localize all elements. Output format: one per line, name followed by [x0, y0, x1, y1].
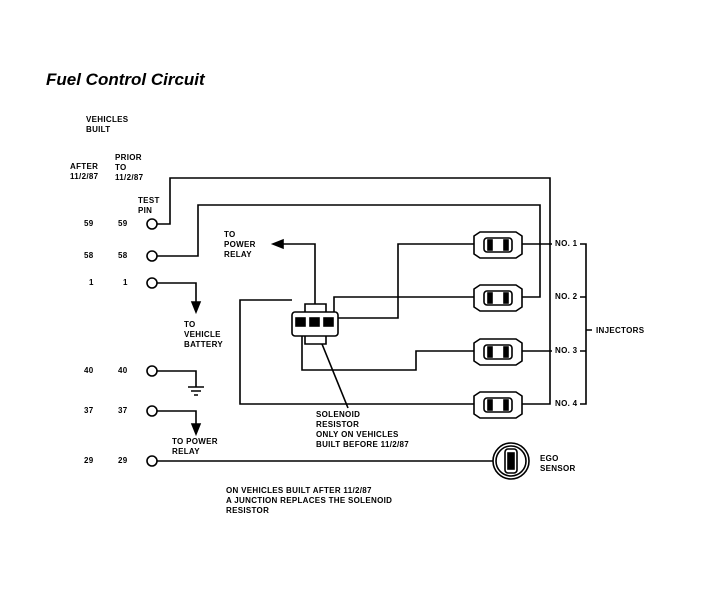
wire-resistor-to-injector4	[239, 299, 474, 405]
power-relay-arrow-top	[270, 238, 284, 250]
to-power-relay-top-label: TO POWER RELAY	[224, 230, 256, 259]
pin-prior-40: 40	[118, 366, 128, 375]
solenoid-resistor-pin-3	[323, 317, 334, 327]
pin-after-59: 59	[84, 219, 94, 228]
solenoid-resistor-pin-2	[309, 317, 320, 327]
ground-symbol	[188, 386, 204, 396]
wire-resistor-to-injector2	[333, 296, 474, 312]
pin-prior-58: 58	[118, 251, 128, 260]
pin-after-29: 29	[84, 456, 94, 465]
diagram-title: Fuel Control Circuit	[46, 70, 205, 89]
ego-sensor	[492, 442, 530, 480]
pin-prior-1: 1	[123, 278, 128, 287]
wire-resistor-to-injector1	[338, 243, 474, 319]
pin-29-terminal	[146, 455, 158, 467]
pin-40-terminal	[146, 365, 158, 377]
pin-58-terminal	[146, 250, 158, 262]
injector-1	[473, 231, 523, 259]
injector-4	[473, 391, 523, 419]
battery-arrow	[190, 301, 202, 315]
prior-to-date-header: PRIOR TO 11/2/87	[115, 153, 144, 182]
pin-after-40: 40	[84, 366, 94, 375]
injectors-label: INJECTORS	[596, 326, 645, 335]
solenoid-resistor-top-cap	[304, 303, 327, 312]
wire-resistor-to-power-relay-top	[283, 243, 316, 304]
wire-pin37-to-power-relay	[157, 410, 197, 425]
injector-4-label: NO. 4	[555, 399, 578, 408]
wire-resistor-to-injector3	[301, 336, 474, 371]
pin-1-terminal	[146, 277, 158, 289]
injector-2-label: NO. 2	[555, 292, 578, 301]
solenoid-resistor-pin-1	[295, 317, 306, 327]
injector-1-label: NO. 1	[555, 239, 578, 248]
pin-prior-59: 59	[118, 219, 128, 228]
solenoid-resistor-label: SOLENOID RESISTOR ONLY ON VEHICLES BUILT…	[316, 410, 409, 449]
wire-pin1-to-battery	[157, 282, 197, 303]
to-power-relay-bottom-label: TO POWER RELAY	[172, 437, 218, 456]
injector-3	[473, 338, 523, 366]
pin-prior-37: 37	[118, 406, 128, 415]
pin-prior-29: 29	[118, 456, 128, 465]
wire-pin40-to-ground	[157, 370, 197, 387]
pin-after-58: 58	[84, 251, 94, 260]
solenoid-resistor-block	[291, 311, 339, 337]
power-relay-arrow-bottom	[190, 423, 202, 437]
to-vehicle-battery-label: TO VEHICLE BATTERY	[184, 320, 223, 349]
pin-after-37: 37	[84, 406, 94, 415]
test-pin-label: TEST PIN	[138, 196, 160, 215]
pin-after-1: 1	[89, 278, 94, 287]
vehicles-built-header: VEHICLES BUILT	[86, 115, 129, 134]
injectors-bracket	[580, 243, 592, 405]
solenoid-resistor-bottom-cap	[304, 336, 327, 345]
junction-note: ON VEHICLES BUILT AFTER 11/2/87 A JUNCTI…	[226, 486, 393, 515]
solenoid-label-leader	[321, 343, 349, 409]
injector-3-label: NO. 3	[555, 346, 578, 355]
after-date-header: AFTER 11/2/87	[70, 162, 99, 181]
injector-2	[473, 284, 523, 312]
ego-sensor-label: EGO SENSOR	[540, 454, 576, 473]
wire-pin59-to-injector4	[157, 177, 551, 405]
pin-59-terminal	[146, 218, 158, 230]
wire-pin58-to-injector2	[157, 204, 541, 298]
pin-37-terminal	[146, 405, 158, 417]
